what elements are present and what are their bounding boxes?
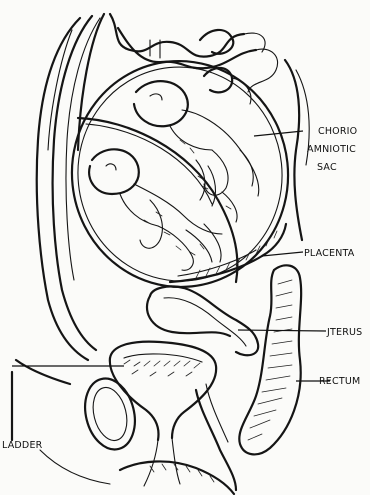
uterus-lower (147, 286, 258, 355)
label-placenta: PLACENTA (304, 248, 355, 259)
placenta (170, 224, 286, 282)
label-sac: SAC (317, 162, 337, 173)
label-bladder: LADDER (2, 440, 43, 451)
label-chorio: CHORIO (318, 126, 357, 137)
posterior-body-wall (285, 60, 309, 240)
label-uterus: JTERUS (326, 327, 362, 338)
pubic-bone (78, 373, 142, 454)
label-amniotic: AMNIOTIC (307, 144, 356, 155)
leader-chorioamniotic-sac (254, 131, 303, 136)
lower-fetus (89, 149, 222, 270)
rectum (239, 265, 301, 454)
label-rectum: RECTUM (319, 376, 360, 387)
upper-fetus (134, 81, 259, 222)
